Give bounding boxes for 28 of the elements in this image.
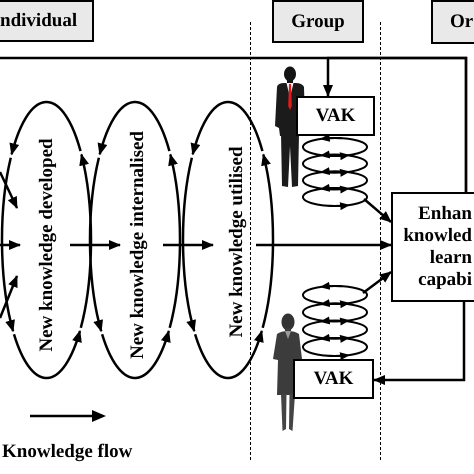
arrow [363,198,392,223]
box-label: Enhan knowled learn capabi [402,203,472,291]
circular-arrows-icon [300,285,370,357]
process-box [293,359,374,399]
arrow [0,240,21,250]
arrow [0,275,18,318]
circular-arrows-icon [300,137,370,207]
arrow [163,240,214,250]
header-label: Or [450,11,474,33]
column-header [431,0,474,44]
cycle-label: New knowledge developed [37,138,57,352]
cycle-label: New knowledge utilised [227,146,247,338]
arrow [70,240,121,250]
column-header [272,0,364,43]
box-label: VAK [316,105,356,127]
arrow [0,171,18,209]
column-header [0,0,94,42]
header-label: ndividual [0,10,78,32]
legend-label: Knowledge flow [2,441,132,463]
arrow [373,302,466,385]
process-box [391,192,474,302]
box-label: VAK [314,368,354,390]
cycle-label: New knowledge internalised [128,131,148,359]
arrow [256,240,392,250]
connector-line [0,56,468,192]
process-box [296,96,375,136]
arrow [362,271,392,294]
header-label: Group [291,10,345,32]
